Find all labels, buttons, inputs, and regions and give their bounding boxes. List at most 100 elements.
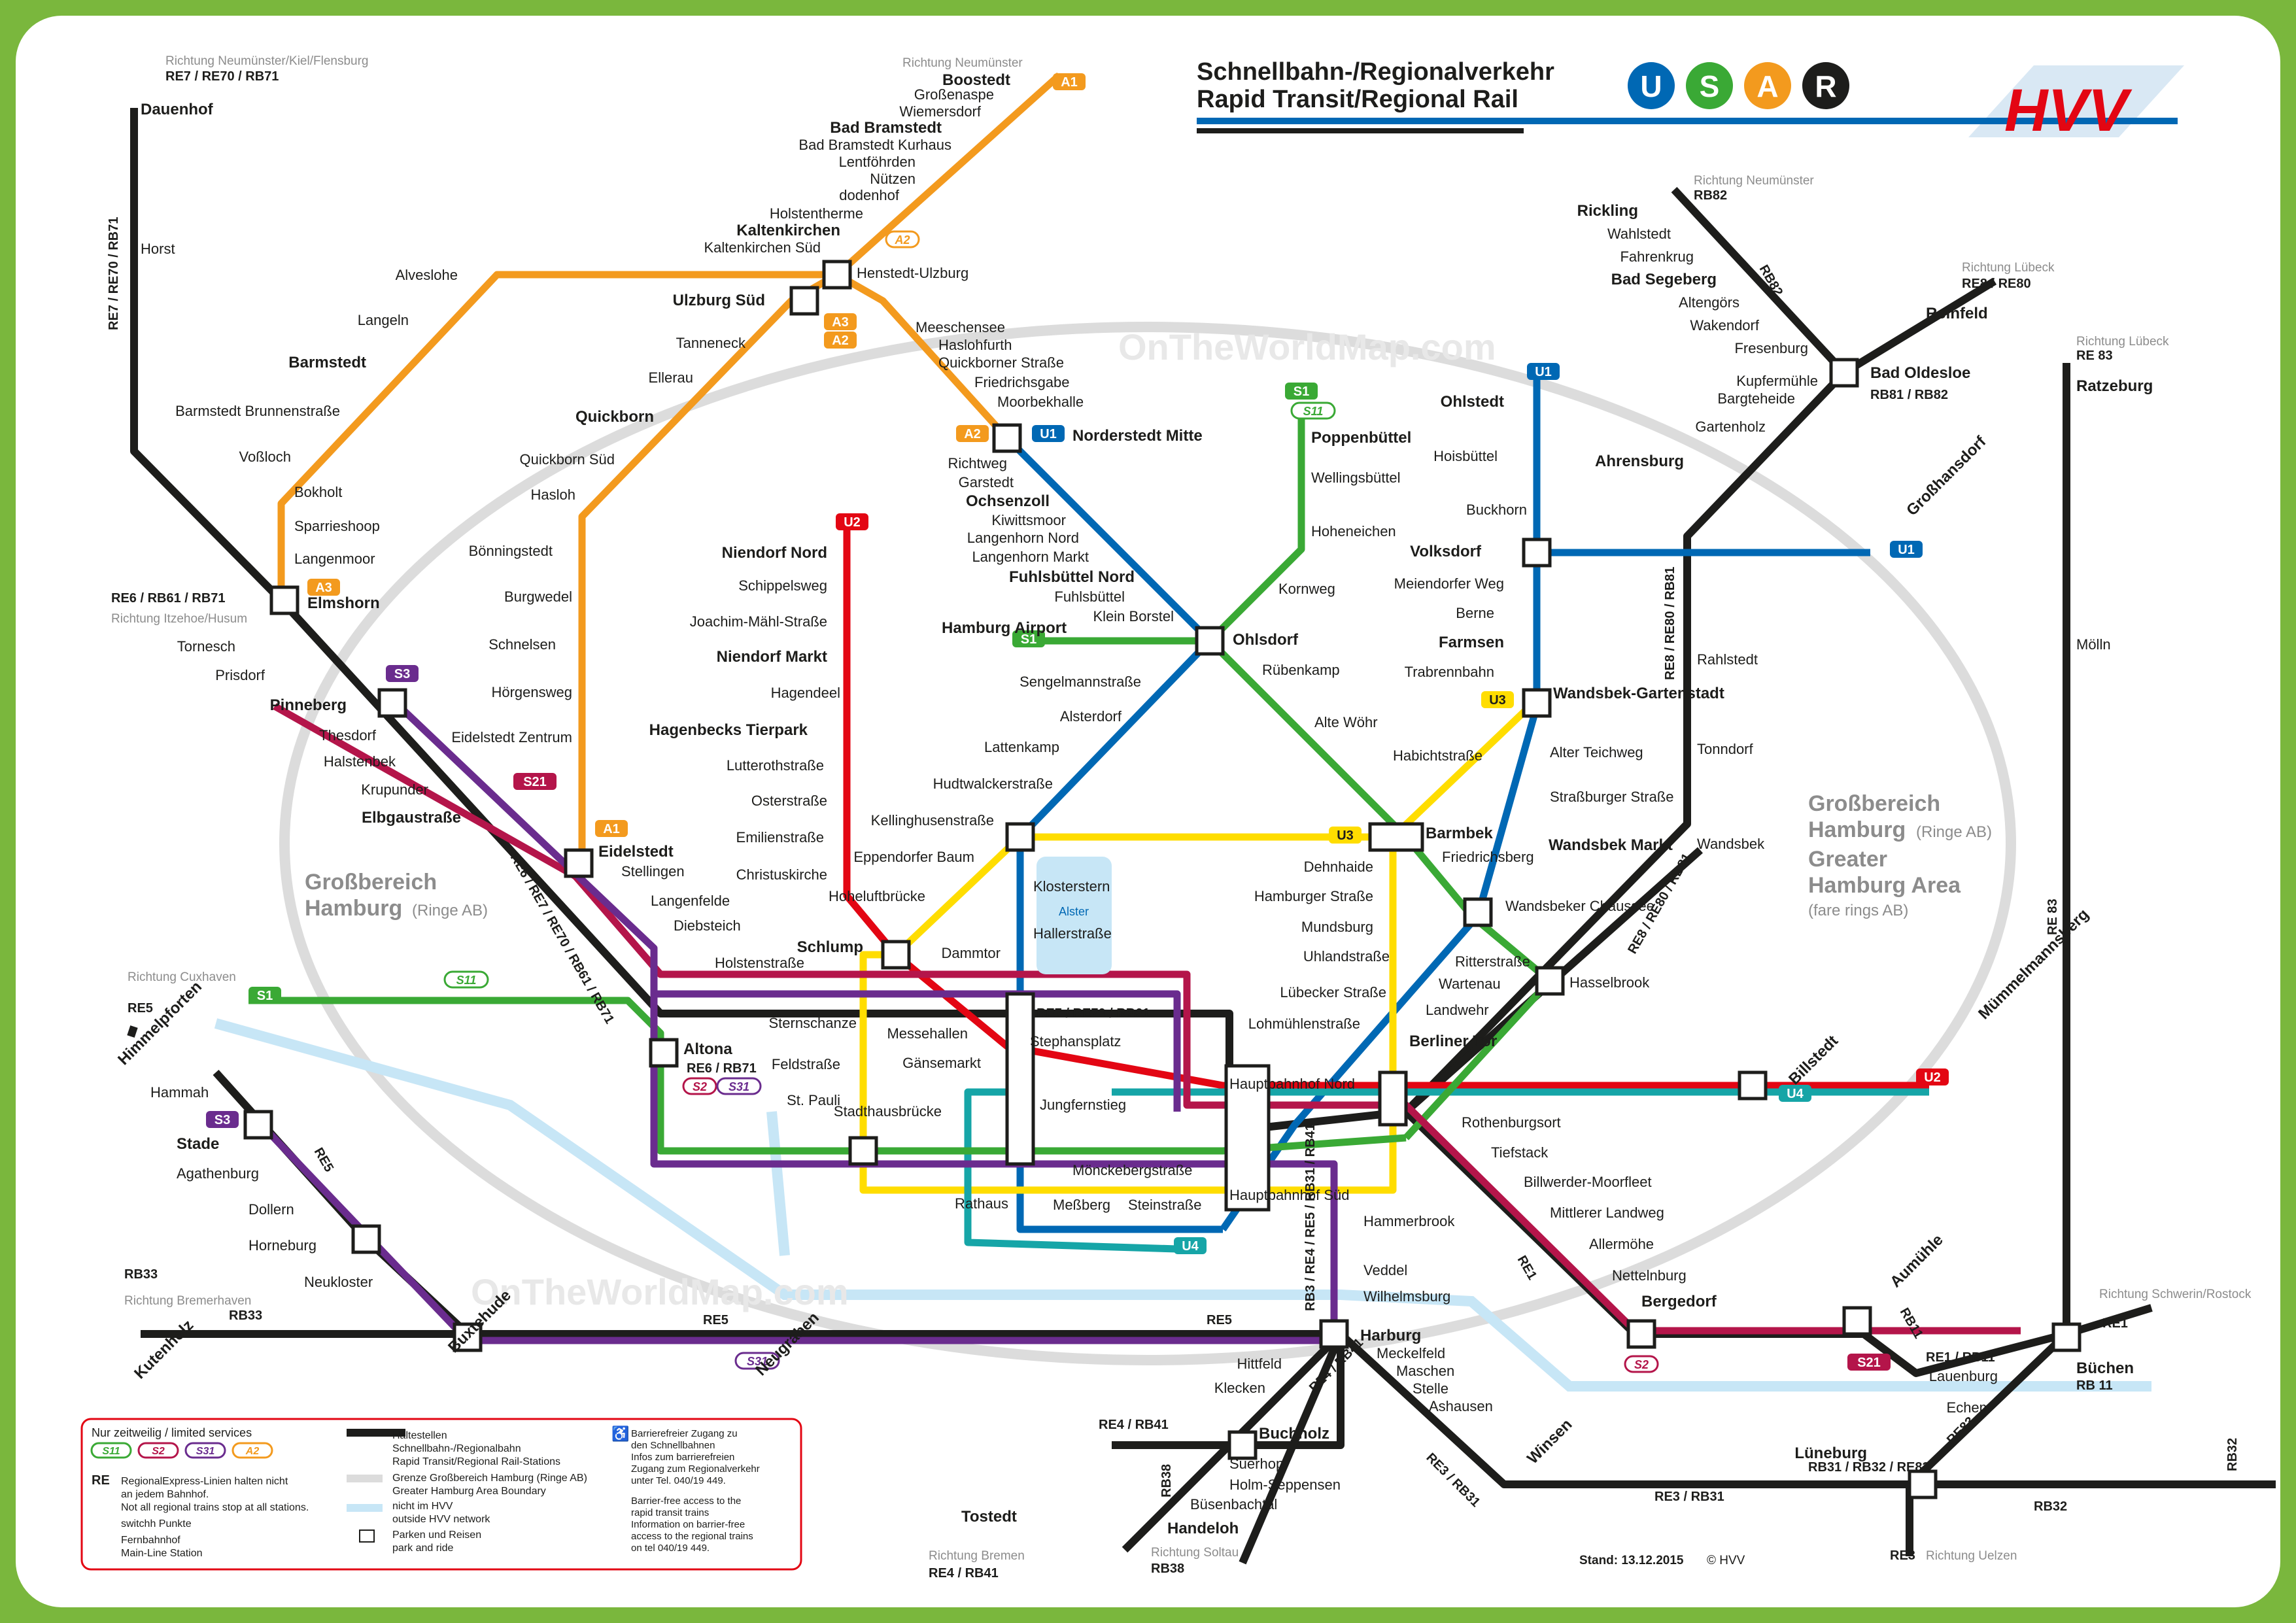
line-badge-label: S3 (214, 1113, 230, 1127)
route-label: RE6 / RB71 (687, 1061, 757, 1076)
station-label: Altona (683, 1040, 732, 1058)
line-badge (513, 773, 557, 790)
station-label: Großhansdorf (1903, 432, 1990, 519)
station-label: Bokholt (294, 484, 342, 500)
legend-access-en5: on tel 040/19 449. (631, 1543, 710, 1554)
station-label: Alter Teichweg (1550, 744, 1643, 760)
legend-access-en4: access to the regional trains (631, 1531, 753, 1542)
station-label: Messehallen (887, 1025, 968, 1042)
limited-service-badge-label: S31 (728, 1080, 749, 1093)
station-label: Prisdorf (215, 667, 266, 683)
route-label: RB33 (229, 1308, 262, 1323)
station-label: Kornweg (1278, 581, 1335, 597)
line-badge (1481, 691, 1514, 708)
station-label: Lattenkamp (984, 739, 1059, 755)
line-badge (1285, 383, 1318, 400)
station-label: Norderstedt Mitte (1072, 427, 1203, 445)
r-badge-letter: R (1815, 69, 1836, 103)
station-label: Wandsbek Markt (1549, 836, 1673, 854)
station-label: Hamburger Straße (1254, 888, 1373, 904)
route-label: RE5 (128, 1001, 153, 1016)
line-badge (1012, 630, 1045, 647)
station-label: Farmsen (1439, 634, 1504, 651)
station-label: Stade (177, 1135, 219, 1153)
line-badge (595, 820, 628, 837)
line-badge (1890, 541, 1923, 558)
station-label: Holstenstraße (715, 955, 804, 971)
station-label: Großenaspe (914, 86, 994, 103)
limited-service-badge (443, 970, 489, 989)
station-label: Diebsteich (674, 917, 741, 934)
station-label: Dauenhof (141, 101, 214, 118)
station-label: Fuhlsbüttel (1054, 589, 1125, 605)
limited-service-badge-label: S2 (1634, 1358, 1649, 1371)
station-label: Emilienstraße (736, 829, 824, 846)
line-badge (1174, 1237, 1207, 1254)
route-label: RB32 (2034, 1499, 2067, 1514)
station-label: Berne (1456, 605, 1494, 621)
station-label: Uhlandstraße (1303, 948, 1390, 965)
station-label: Langenmoor (294, 551, 375, 567)
alster-label: Alster (1059, 905, 1089, 918)
u-badge-icon (1628, 62, 1675, 109)
station-label: Langenhorn Nord (967, 530, 1079, 546)
station-label: Nettelnburg (1612, 1267, 1687, 1284)
route-label: RB31 / RB32 / RE83 (1808, 1460, 1930, 1475)
area-left-de2: Hamburg (305, 896, 402, 921)
station-label: Kaltenkirchen Süd (704, 239, 821, 256)
station-label: Trabrennbahn (1405, 664, 1494, 680)
station-label: Hauptbahnhof Süd (1229, 1187, 1350, 1203)
station-label: Bad Oldesloe (1870, 364, 1970, 382)
station-label: Wiemersdorf (899, 103, 982, 120)
direction-label: Richtung Itzehoe/Husum (111, 612, 247, 626)
a-badge-icon (1744, 62, 1791, 109)
station-label: Eidelstedt Zentrum (451, 729, 572, 745)
station-label: Meckelfeld (1377, 1345, 1445, 1361)
footer-stand: Stand: 13.12.2015 (1579, 1554, 1684, 1567)
limited-service-badge-label: A2 (894, 233, 910, 247)
line-badge-label: U1 (1040, 427, 1057, 441)
station-label: Sternschanze (768, 1015, 857, 1031)
station-label: Klecken (1214, 1380, 1265, 1396)
station-label: Halstenbek (324, 753, 396, 770)
legend-re-text3: Not all regional trains stop at all stat… (121, 1502, 309, 1513)
line-badge-label: U3 (1337, 829, 1354, 843)
u-badge-letter: U (1640, 69, 1662, 103)
route-label: RB38 (1151, 1562, 1184, 1576)
line-badge-label: S21 (1857, 1356, 1881, 1370)
station-label: Meiendorfer Weg (1394, 575, 1504, 592)
route-label: RE 83 (2076, 349, 2113, 363)
station-label: Ratzeburg (2076, 377, 2153, 395)
station-label: Richtweg (948, 455, 1007, 471)
direction-label: Richtung Bremen (929, 1549, 1025, 1563)
line-badge-label: S3 (394, 667, 410, 681)
station-label: Billwerder-Moorfleet (1524, 1174, 1652, 1190)
direction-label: Richtung Cuxhaven (128, 970, 236, 984)
limited-service-badge (1624, 1355, 1659, 1373)
station-label: Klosterstern (1033, 878, 1110, 895)
station-label: Friedrichsberg (1442, 849, 1534, 865)
area-right-en-suffix: (fare rings AB) (1808, 902, 1908, 919)
station-label: Ochsenzoll (966, 492, 1050, 510)
station-label: Bad Bramstedt (830, 119, 942, 137)
station-label: Hoheluftbrücke (829, 888, 925, 904)
line-badge-label: A1 (603, 822, 620, 836)
station-label: Kaltenkirchen (736, 222, 840, 239)
legend-stops-de: Haltestellen (392, 1430, 447, 1441)
station-label: Kupfermühle (1736, 373, 1818, 389)
route-label: RE3 / RB31 (1423, 1450, 1482, 1510)
direction-label: Richtung Neumünster/Kiel/Flensburg (165, 54, 369, 68)
station-label: Joachim-Mähl-Straße (690, 613, 827, 630)
line-badge-label: A3 (832, 315, 849, 330)
station-label: Lutterothstraße (727, 757, 824, 774)
station-label: Büsenbachtal (1190, 1496, 1277, 1512)
direction-label: Richtung Schwerin/Rostock (2099, 1288, 2252, 1301)
line-badge-label: A3 (315, 581, 332, 595)
a-badge-letter: A (1756, 69, 1778, 103)
station-label: Barmstedt (288, 354, 366, 371)
limited-service-badge-label: S2 (693, 1080, 707, 1093)
station-label: Ellerau (649, 369, 693, 386)
